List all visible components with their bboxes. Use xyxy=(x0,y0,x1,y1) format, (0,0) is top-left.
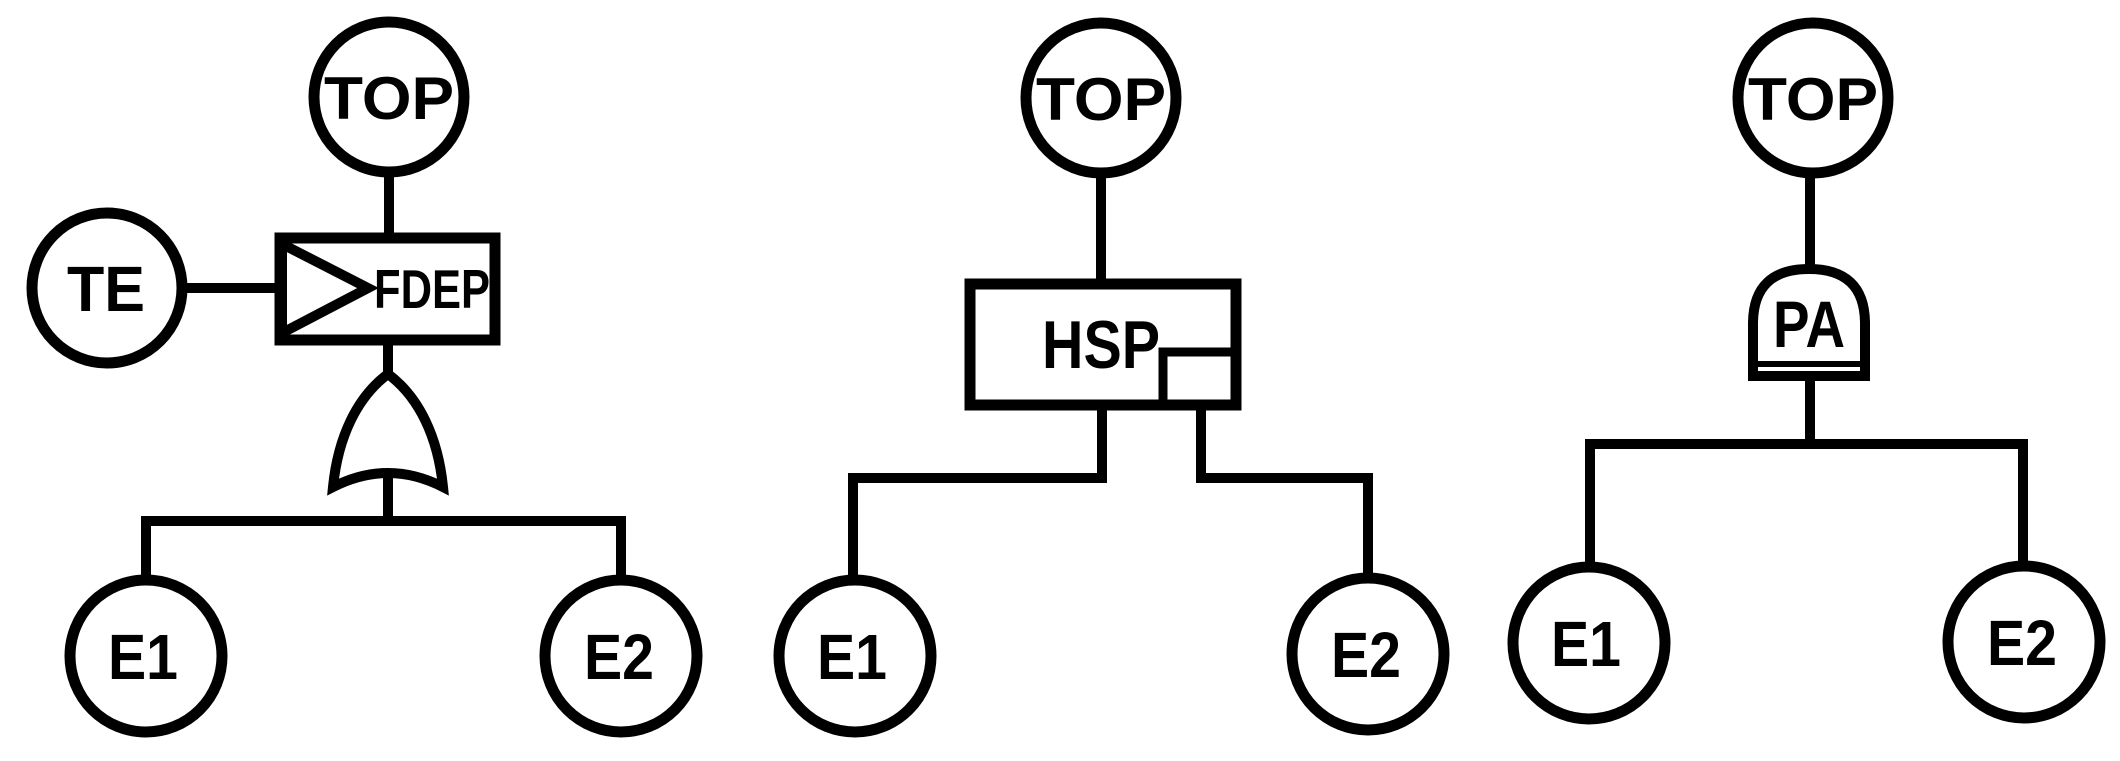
pa-basic-event-e1-circle xyxy=(1507,561,1671,725)
pa-top-event-circle xyxy=(1732,17,1894,179)
fdep-trigger-label: TE xyxy=(67,253,145,325)
hsp-top-event-circle xyxy=(1020,17,1182,179)
fdep-branch-connector xyxy=(141,516,626,583)
fdep-basic-event-e1-circle xyxy=(64,574,228,738)
pa-gate-shape xyxy=(1748,263,1870,381)
fdep-basic-event-e1-label: E1 xyxy=(108,621,178,693)
hsp-top-event-label: TOP xyxy=(1036,66,1166,133)
or-gate-icon xyxy=(327,367,449,496)
pa-basic-event-e1-label: E1 xyxy=(1551,608,1621,680)
hsp-spare-subbox xyxy=(1158,347,1241,410)
fdep-top-event-label: TOP xyxy=(324,65,454,132)
fdep-trigger-circle xyxy=(26,207,188,369)
fdep-basic-event-e2-label: E2 xyxy=(584,621,654,693)
hsp-branch-left xyxy=(848,400,1107,583)
hsp-basic-event-e2-circle xyxy=(1286,572,1450,736)
pa-basic-event-e2-circle xyxy=(1942,560,2106,724)
hsp-basic-event-e2-label: E2 xyxy=(1331,619,1401,691)
fdep-top-event-circle xyxy=(308,16,470,178)
fdep-gate-box xyxy=(274,232,501,346)
hsp-branch-right xyxy=(1196,400,1373,582)
fdep-tree: FDEP TOP TE E1 E2 xyxy=(26,16,703,738)
fdep-basic-event-e2-circle xyxy=(539,574,703,738)
hsp-tree: HSP TOP E1 E2 xyxy=(773,17,1450,738)
pa-tree: PA TOP E1 E2 xyxy=(1507,17,2106,725)
hsp-gate-box xyxy=(964,278,1242,411)
hsp-basic-event-e1-label: E1 xyxy=(817,621,887,693)
fdep-gate-label: FDEP xyxy=(374,258,490,320)
pa-top-event-label: TOP xyxy=(1748,66,1878,133)
hsp-gate-label: HSP xyxy=(1042,307,1160,383)
pa-basic-event-e2-label: E2 xyxy=(1987,607,2057,679)
pa-gate-label: PA xyxy=(1773,287,1845,361)
fdep-triangle-icon xyxy=(277,235,379,342)
hsp-basic-event-e1-circle xyxy=(773,574,937,738)
pa-branch-connector xyxy=(1585,439,2028,569)
